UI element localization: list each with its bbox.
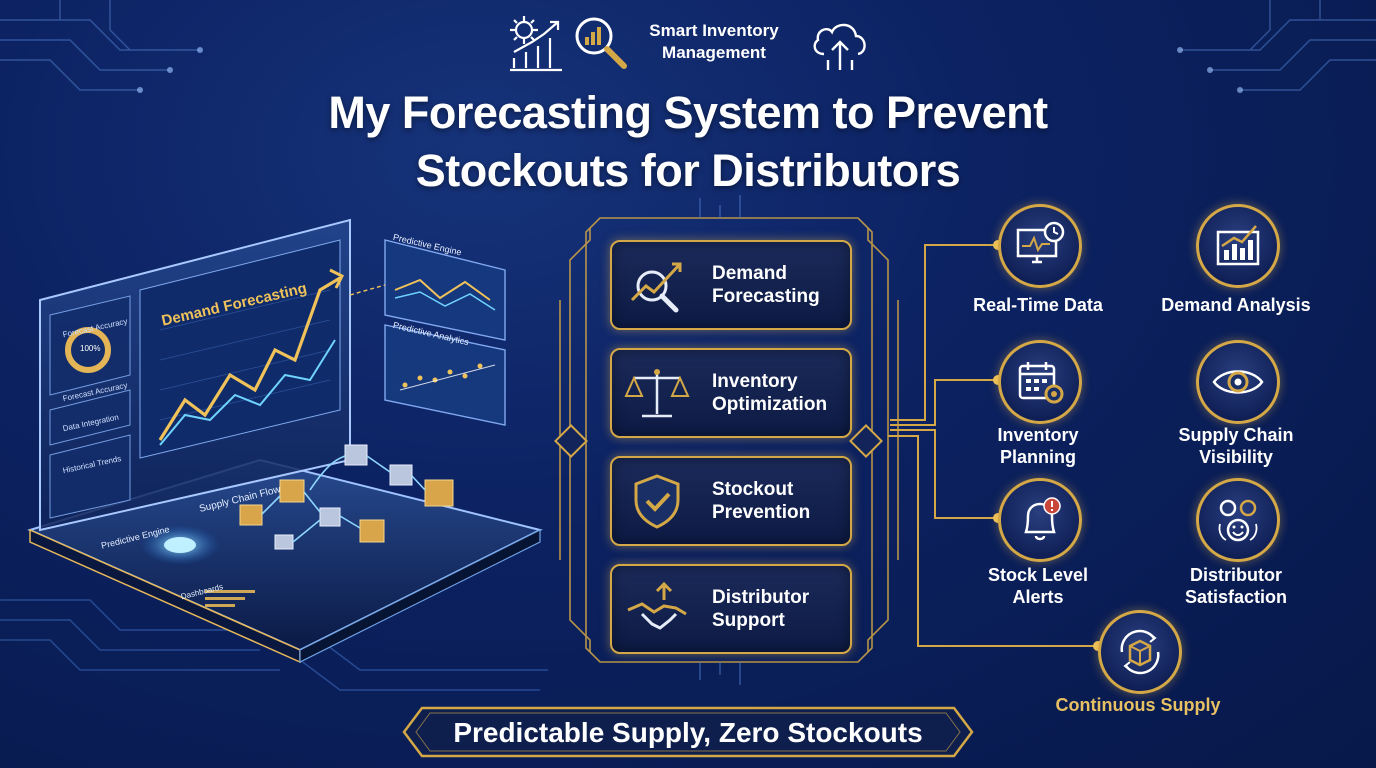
gears-smile-icon <box>1218 499 1258 542</box>
feature-label-line2: Alerts <box>1012 587 1064 607</box>
feature-label-continuous-supply: Continuous Supply <box>1048 694 1228 716</box>
panel-historical-trends <box>49 434 131 519</box>
footer-banner-frame <box>402 706 974 758</box>
monitor-clock-icon <box>1016 221 1065 264</box>
feature-label-line1: Distributor <box>1190 565 1282 585</box>
feature-label-line1: Demand Analysis <box>1161 295 1311 315</box>
forecast-line <box>158 276 341 441</box>
title-line2: Stockouts for Distributors <box>415 145 961 196</box>
feature-label-line2: Planning <box>1000 447 1076 467</box>
feature-label-inventory-planning: Inventory Planning <box>948 424 1128 468</box>
accuracy-gauge <box>65 327 111 373</box>
cloud-upload-icon <box>813 23 866 70</box>
page-title: My Forecasting System to Prevent Stockou… <box>160 84 1216 200</box>
feature-label-line2: Visibility <box>1199 447 1273 467</box>
feature-label-supply-chain-visibility: Supply Chain Visibility <box>1146 424 1326 468</box>
core-label-line1: Demand <box>712 263 787 284</box>
calendar-gear-icon <box>1018 362 1064 404</box>
core-demand-forecasting: Demand Forecasting <box>610 240 852 330</box>
report-chart-icon <box>1216 225 1260 266</box>
core-label-line1: Stockout <box>712 479 794 500</box>
balance-scale-icon <box>624 369 690 418</box>
bell-alert-icon <box>1024 497 1061 541</box>
header-label-line1: Smart Inventory <box>649 21 779 40</box>
core-label-demand: Demand Forecasting <box>712 262 848 308</box>
predictive-engine-panel <box>384 239 506 341</box>
feature-label-stock-level-alerts: Stock Level Alerts <box>948 564 1128 608</box>
core-stockout-prevention: Stockout Prevention <box>610 456 852 546</box>
feature-label-real-time-data: Real-Time Data <box>948 294 1128 316</box>
illus-gauge-value: 100% <box>80 344 101 353</box>
magnifier-chart-icon <box>575 17 627 69</box>
feature-label-line1: Continuous Supply <box>1055 695 1221 715</box>
core-label-line2: Forecasting <box>712 286 820 307</box>
feature-label-line1: Stock Level <box>987 565 1089 585</box>
core-label-line2: Prevention <box>712 502 811 523</box>
core-label-line2: Optimization <box>712 394 828 415</box>
feature-continuous-supply <box>1098 610 1182 694</box>
core-distributor-support: Distributor Support <box>610 564 852 654</box>
footer-banner: Predictable Supply, Zero Stockouts <box>453 717 923 748</box>
core-label-line1: Inventory <box>712 371 798 392</box>
feature-real-time-data <box>998 204 1082 288</box>
actual-line <box>159 339 336 446</box>
panel-data-integration <box>49 389 131 446</box>
core-inventory-optimization: Inventory Optimization <box>610 348 852 438</box>
predictive-analytics-panel <box>384 324 506 426</box>
header-label-line2: Management <box>662 43 766 62</box>
feature-label-distributor-satisfaction: Distributor Satisfaction <box>1146 564 1326 608</box>
title-line1: My Forecasting System to Prevent <box>328 87 1048 138</box>
feature-label-line2: Satisfaction <box>1184 587 1288 607</box>
core-label-inventory: Inventory Optimization <box>712 370 848 416</box>
core-label-stockout: Stockout Prevention <box>712 478 848 524</box>
eye-icon <box>1212 370 1264 394</box>
feature-label-line1: Supply Chain <box>1178 425 1294 445</box>
feature-label-demand-analysis: Demand Analysis <box>1146 294 1326 316</box>
feature-label-line1: Real-Time Data <box>973 295 1103 315</box>
feature-supply-chain-visibility <box>1196 340 1280 424</box>
shield-check-icon <box>634 474 680 529</box>
dashboard-illustration <box>27 218 543 664</box>
feature-inventory-planning <box>998 340 1082 424</box>
chart-magnifier-icon <box>630 262 682 313</box>
header-label: Smart Inventory Management <box>632 20 796 64</box>
gear-chart-icon <box>510 16 562 72</box>
box-cycle-icon <box>1120 629 1160 675</box>
feature-stock-level-alerts <box>998 478 1082 562</box>
feature-demand-analysis <box>1196 204 1280 288</box>
supply-chain-boxes <box>239 444 454 550</box>
core-label-distributor: Distributor Support <box>712 586 848 632</box>
core-label-line1: Distributor <box>712 587 810 608</box>
core-label-line2: Support <box>712 610 785 631</box>
feature-label-line1: Inventory <box>997 425 1079 445</box>
handshake-icon <box>627 581 687 630</box>
feature-distributor-satisfaction <box>1196 478 1280 562</box>
panel-forecast-accuracy <box>49 295 131 396</box>
